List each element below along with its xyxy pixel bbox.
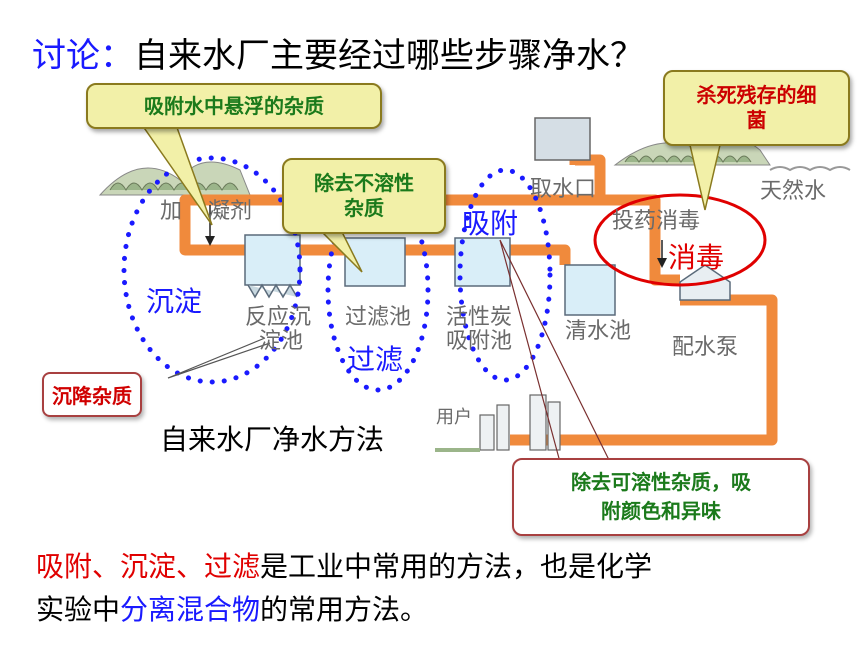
- summary-separate: 分离混合物: [120, 593, 261, 626]
- right-shrubs-icon: [624, 155, 752, 163]
- summary-line-2: 实验中分离混合物的常用方法。: [36, 593, 429, 626]
- sediment-highlight: [121, 155, 303, 385]
- label-coagulant: 加凝剂: [160, 199, 253, 224]
- disinfect-highlight: [593, 193, 767, 287]
- step-disinfect: 消毒: [668, 241, 725, 274]
- callout-remove-insoluble: 除去不溶性杂质: [282, 158, 446, 234]
- user-buildings-icon: [479, 394, 561, 451]
- clear-water-tank: [564, 264, 616, 316]
- left-shrubs-icon: [109, 182, 239, 192]
- summary-methods: 吸附、沉淀、过滤: [36, 550, 261, 583]
- note-settle-impurities: 沉降杂质: [42, 372, 142, 417]
- coagulant-arrow-head: [205, 236, 215, 246]
- pipe-disinfect: [600, 194, 680, 286]
- tanks: [244, 234, 731, 316]
- label-filter-tank: 过滤池: [345, 305, 412, 330]
- carbon-tank: [454, 237, 511, 287]
- step-sediment: 沉淀: [146, 285, 203, 318]
- title-text: 自来水厂主要经过哪些步骤净水？: [134, 36, 644, 76]
- diagram-caption: 自来水厂净水方法: [160, 423, 385, 456]
- filter-tank: [344, 237, 406, 287]
- pipe-tanks: [300, 244, 571, 265]
- callout-adsorb-suspended: 吸附水中悬浮的杂质: [86, 83, 382, 129]
- note-remove-soluble: 除去可溶性杂质，吸附颜色和异味: [512, 458, 810, 536]
- label-reaction-tank: 反应沉淀池: [245, 305, 312, 355]
- title-prefix: 讨论：: [32, 36, 134, 76]
- reaction-tank-cones: [247, 283, 298, 299]
- step-filter: 过滤: [347, 343, 404, 376]
- label-carbon-tank: 活性炭吸附池: [446, 305, 513, 355]
- label-clear-water-tank: 清水池: [565, 319, 632, 344]
- page-title: 讨论：自来水厂主要经过哪些步骤净水？: [32, 28, 644, 77]
- label-pump: 配水泵: [672, 335, 739, 360]
- label-user: 用户: [436, 407, 472, 428]
- label-natural-water: 天然水: [760, 179, 827, 204]
- water-surface-icon: [769, 166, 851, 172]
- step-adsorb: 吸附: [462, 207, 519, 240]
- label-dosing: 投药消毒: [612, 209, 701, 234]
- label-intake: 取水口: [530, 177, 597, 202]
- pointer-soluble: [499, 239, 611, 463]
- callout-kill-bacteria: 杀死残存的细菌: [663, 70, 850, 146]
- pointer-settle: [167, 337, 271, 379]
- adsorb-highlight: [457, 167, 553, 383]
- reaction-tank: [244, 234, 301, 286]
- summary-line-1: 吸附、沉淀、过滤是工业中常用的方法，也是化学: [36, 550, 653, 583]
- dosing-arrow-head: [657, 258, 667, 268]
- intake-building: [534, 117, 591, 161]
